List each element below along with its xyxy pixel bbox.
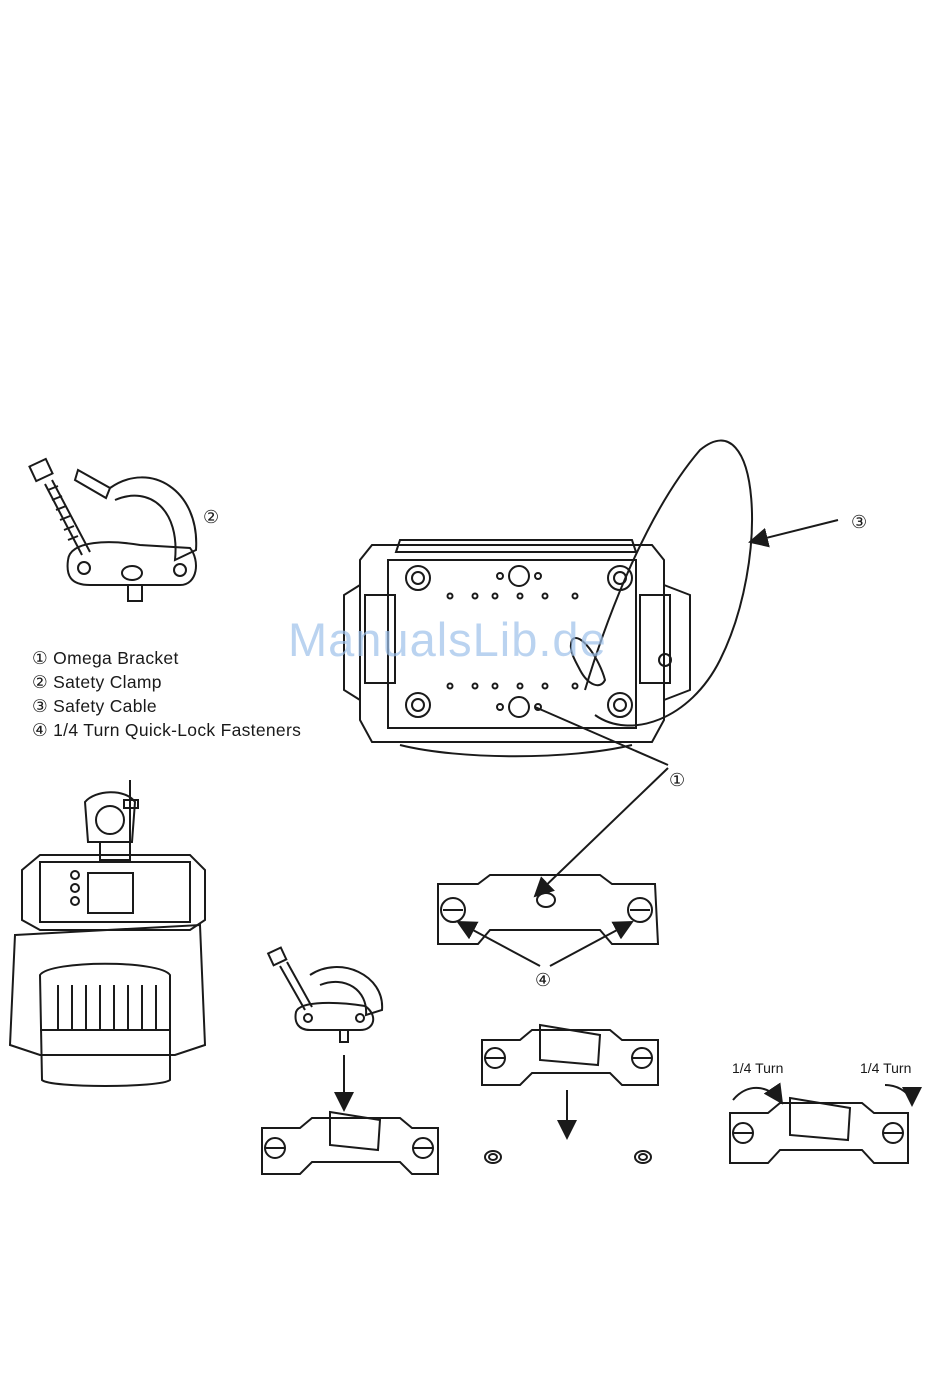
legend-item-safety-cable: ③ Safety Cable (32, 694, 301, 718)
cable-callout: ③ (851, 512, 867, 533)
bracket-remove-step (482, 1025, 658, 1163)
legend-item-safety-clamp: ② Satety Clamp (32, 670, 301, 694)
bracket-leader-line (535, 707, 668, 765)
quarter-turn-label-right: 1/4 Turn (860, 1060, 911, 1076)
fastener-callout: ④ (535, 970, 551, 991)
omega-bracket-drawing (438, 875, 658, 944)
clamp-attach-step (262, 948, 438, 1174)
quarter-turn-label-left: 1/4 Turn (732, 1060, 783, 1076)
legend: ① Omega Bracket ② Satety Clamp ③ Safety … (32, 646, 301, 742)
legend-item-quick-lock-fasteners: ④ 1/4 Turn Quick-Lock Fasteners (32, 718, 301, 742)
fixture-front-view (10, 780, 205, 1086)
clamp-callout: ② (203, 507, 219, 528)
bracket-callout: ① (669, 770, 685, 791)
cable-callout-arrow (750, 520, 838, 542)
bracket-lock-step (730, 1085, 912, 1163)
safety-clamp-drawing (29, 459, 196, 601)
watermark: ManualsLib.de (288, 612, 607, 667)
legend-item-omega-bracket: ① Omega Bracket (32, 646, 301, 670)
